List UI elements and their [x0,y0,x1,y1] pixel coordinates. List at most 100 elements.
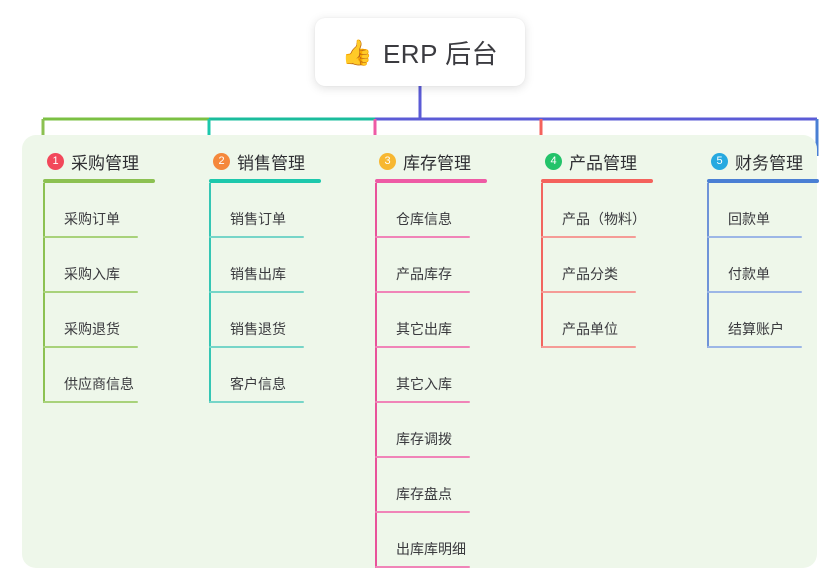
branch-number-badge: 5 [711,152,728,170]
leaf-underline [707,346,802,348]
leaf-label: 结算账户 [728,321,784,337]
leaf-label: 客户信息 [230,376,286,392]
branch-column-3: 3 库存管理仓库信息产品库存其它出库其它入库库存调拨库存盘点出库库明细 [365,148,487,568]
branch-title: 销售管理 [237,153,305,173]
leaf-underline [541,236,636,238]
leaf-underline [375,291,470,293]
leaf-item[interactable]: 销售订单 [199,183,317,238]
branch-title: 采购管理 [71,153,139,173]
branch-title: 产品管理 [569,153,637,173]
branch-underline [541,179,653,183]
leaf-label: 供应商信息 [64,376,134,392]
leaf-list: 采购订单采购入库采购退货供应商信息 [33,183,151,403]
leaf-underline [375,566,470,568]
leaf-spine [541,183,543,348]
leaf-spine [43,183,45,403]
leaf-underline [707,291,802,293]
leaf-label: 回款单 [728,211,770,227]
leaf-underline [541,346,636,348]
leaf-label: 库存调拨 [396,431,452,447]
leaf-item[interactable]: 产品（物料） [531,183,649,238]
leaf-label: 付款单 [728,266,770,282]
root-title: ERP 后台 [382,38,499,69]
branch-header-5[interactable]: 5 财务管理 [697,148,815,174]
branch-number-badge: 4 [545,152,562,170]
leaf-item[interactable]: 结算账户 [697,293,815,348]
branch-header-1[interactable]: 1 采购管理 [33,148,151,174]
leaf-underline [375,456,470,458]
leaf-item[interactable]: 客户信息 [199,348,317,403]
leaf-label: 产品库存 [396,266,452,282]
branch-underline [707,179,819,183]
leaf-underline [375,236,470,238]
thumbs-up-icon: 👍 [341,37,373,67]
leaf-label: 采购订单 [64,211,120,227]
leaf-spine [707,183,709,348]
leaf-item[interactable]: 产品库存 [365,238,483,293]
leaf-underline [209,346,304,348]
root-node[interactable]: 👍 ERP 后台 [315,18,525,86]
branch-underline [209,179,321,183]
leaf-label: 采购退货 [64,321,120,337]
leaf-underline [375,346,470,348]
branch-title: 库存管理 [403,153,471,173]
leaf-underline [209,236,304,238]
leaf-underline [375,401,470,403]
leaf-item[interactable]: 库存调拨 [365,403,483,458]
branch-header-2[interactable]: 2 销售管理 [199,148,317,174]
leaf-label: 销售订单 [230,211,286,227]
branch-number-badge: 2 [213,152,230,170]
leaf-item[interactable]: 销售出库 [199,238,317,293]
leaf-list: 回款单付款单结算账户 [697,183,815,348]
leaf-list: 仓库信息产品库存其它出库其它入库库存调拨库存盘点出库库明细 [365,183,483,568]
leaf-item[interactable]: 供应商信息 [33,348,151,403]
leaf-underline [43,401,138,403]
branch-number-badge: 3 [379,152,396,170]
leaf-item[interactable]: 采购订单 [33,183,151,238]
leaf-underline [43,236,138,238]
leaf-label: 仓库信息 [396,211,452,227]
leaf-label: 产品单位 [562,321,618,337]
leaf-list: 产品（物料） 产品分类产品单位 [531,183,649,348]
leaf-underline [43,346,138,348]
leaf-item[interactable]: 采购入库 [33,238,151,293]
leaf-underline [209,291,304,293]
leaf-item[interactable]: 产品单位 [531,293,649,348]
leaf-item[interactable]: 回款单 [697,183,815,238]
leaf-label: 采购入库 [64,266,120,282]
leaf-spine [375,183,377,568]
branch-column-5: 5 财务管理回款单付款单结算账户 [697,148,819,348]
branch-column-4: 4 产品管理产品（物料） 产品分类产品单位 [531,148,653,348]
leaf-item[interactable]: 付款单 [697,238,815,293]
leaf-item[interactable]: 仓库信息 [365,183,483,238]
branch-column-1: 1 采购管理采购订单采购入库采购退货供应商信息 [33,148,155,403]
branch-header-4[interactable]: 4 产品管理 [531,148,649,174]
leaf-item[interactable]: 其它入库 [365,348,483,403]
leaf-item[interactable]: 销售退货 [199,293,317,348]
leaf-item[interactable]: 出库库明细 [365,513,483,568]
leaf-spine [209,183,211,403]
leaf-item[interactable]: 采购退货 [33,293,151,348]
leaf-underline [541,291,636,293]
branch-underline [375,179,487,183]
leaf-label: 出库库明细 [396,541,466,557]
leaf-underline [209,401,304,403]
leaf-underline [707,236,802,238]
leaf-label: 销售出库 [230,266,286,282]
leaf-underline [375,511,470,513]
leaf-label: 库存盘点 [396,486,452,502]
branches-panel [22,135,817,568]
leaf-label: 其它入库 [396,376,452,392]
leaf-label: 产品分类 [562,266,618,282]
leaf-item[interactable]: 库存盘点 [365,458,483,513]
branch-underline [43,179,155,183]
leaf-item[interactable]: 产品分类 [531,238,649,293]
leaf-list: 销售订单销售出库销售退货客户信息 [199,183,317,403]
leaf-underline [43,291,138,293]
leaf-item[interactable]: 其它出库 [365,293,483,348]
branch-title: 财务管理 [735,153,803,173]
branch-header-3[interactable]: 3 库存管理 [365,148,483,174]
branch-number-badge: 1 [47,152,64,170]
leaf-label: 销售退货 [230,321,286,337]
